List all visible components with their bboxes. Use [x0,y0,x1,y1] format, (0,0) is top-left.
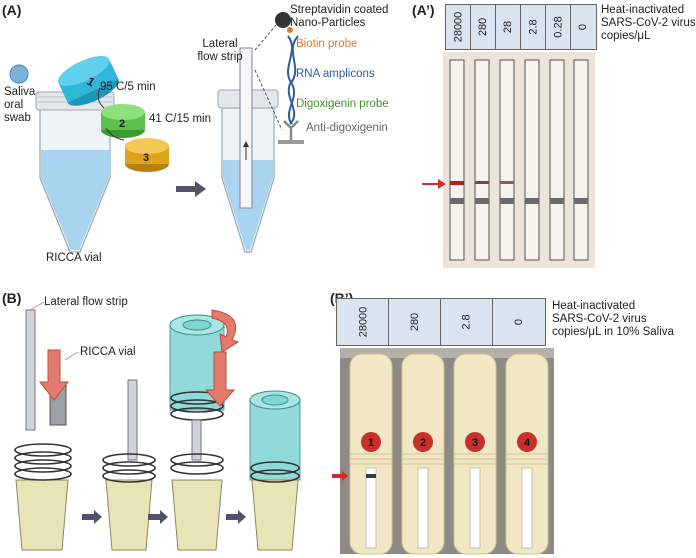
cap-number: 2 [119,118,125,130]
b-prime-tube-photo: 1 2 3 4 [332,348,554,555]
ricca-vial-strip-tube-icon [217,47,279,253]
saliva-swab-icon [9,64,29,84]
cap-number: 1 [85,74,98,90]
inner-strip [365,467,533,549]
concentration-cell: 0.28 [545,4,572,50]
rotate-arrow-icon [211,309,240,353]
cap-number: 3 [143,152,149,164]
panel-b-illustration [14,301,301,551]
step-2-label: 41 C/15 min [149,113,212,125]
a-prime-caption-1: Heat-inactivated [601,4,685,16]
test-line-arrow-icon [332,471,348,481]
concentration-cell: 0 [570,4,597,50]
concentration-cell: 28000 [445,4,472,50]
panel-b-label: (B) [2,290,22,306]
concentration-cell: 28000 [336,298,390,346]
lateral-flow-strip-label: Lateral flow strip [197,38,243,63]
a-prime-strip-photo [422,52,595,268]
ricca-vial-tube-icon [35,91,115,253]
step-arrow-icon [82,510,246,524]
sample-front [450,198,588,204]
biotin-probe-label: Biotin probe [296,38,358,50]
concentration-cell: 2.8 [440,298,494,346]
test-line [450,181,514,185]
concentration-cell: 28 [495,4,522,50]
panel-a-label: (A) [2,2,22,18]
cap-number-overlay: 1 2 3 [85,74,150,164]
a-prime-header-row: 28000 280 28 2.8 0.28 0 [445,4,597,50]
b-lateral-flow-strip-label: Lateral flow strip [44,296,128,308]
b-ricca-vial-label: RICCA vial [80,346,136,358]
concentration-cell: 280 [470,4,497,50]
test-strip [449,59,589,261]
assembly-stage-3-icon [169,314,225,551]
down-arrow-icon [38,349,70,401]
test-line-arrow-icon [422,179,446,189]
digoxigenin-probe-label: Digoxigenin probe [296,98,389,110]
tube-number-badge [361,432,537,452]
tube-number: 3 [472,437,478,449]
saliva-oral-swab-label: Saliva oral swab [4,86,36,124]
anti-digoxigenin-label: Anti-digoxigenin [306,122,388,134]
down-arrow-icon [204,351,236,407]
a-prime-caption-3: copies/μL [601,30,651,42]
tube-number: 1 [368,437,374,449]
step-1-label: 95 C/5 min [100,81,156,93]
b-prime-header-row: 28000 280 2.8 0 [336,298,546,346]
dna-helix-icon [287,35,299,125]
concentration-cell: 280 [388,298,442,346]
assembly-stage-2-icon [102,379,156,551]
rna-amplicons-label: RNA amplicons [296,68,375,80]
tube-number: 2 [420,437,426,449]
assembly-stage-1-icon [14,309,72,551]
antibody-icon [278,120,304,144]
process-arrow-icon [176,181,206,197]
streptavidin-particle-icon [275,12,293,33]
assembly-stage-4-icon [249,390,301,551]
ricca-vial-label: RICCA vial [46,252,102,264]
test-line [366,474,376,478]
panel-a-illustration [9,12,304,253]
panel-a-prime-label: (A’) [412,2,435,18]
tube-number: 4 [524,437,531,449]
concentration-cell: 2.8 [520,4,547,50]
cap-1-icon [58,56,119,106]
concentration-cell: 0 [492,298,546,346]
b-prime-caption-2: SARS-CoV-2 virus [552,313,647,325]
cap-3-icon [125,138,169,172]
a-prime-caption-2: SARS-CoV-2 virus [601,17,696,29]
b-prime-caption-3: copies/μL in 10% Saliva [552,326,674,338]
streptavidin-label: Streptavidin coated Nano-Particles [290,4,389,29]
cap-2-icon [101,104,145,138]
b-prime-caption-1: Heat-inactivated [552,300,636,312]
